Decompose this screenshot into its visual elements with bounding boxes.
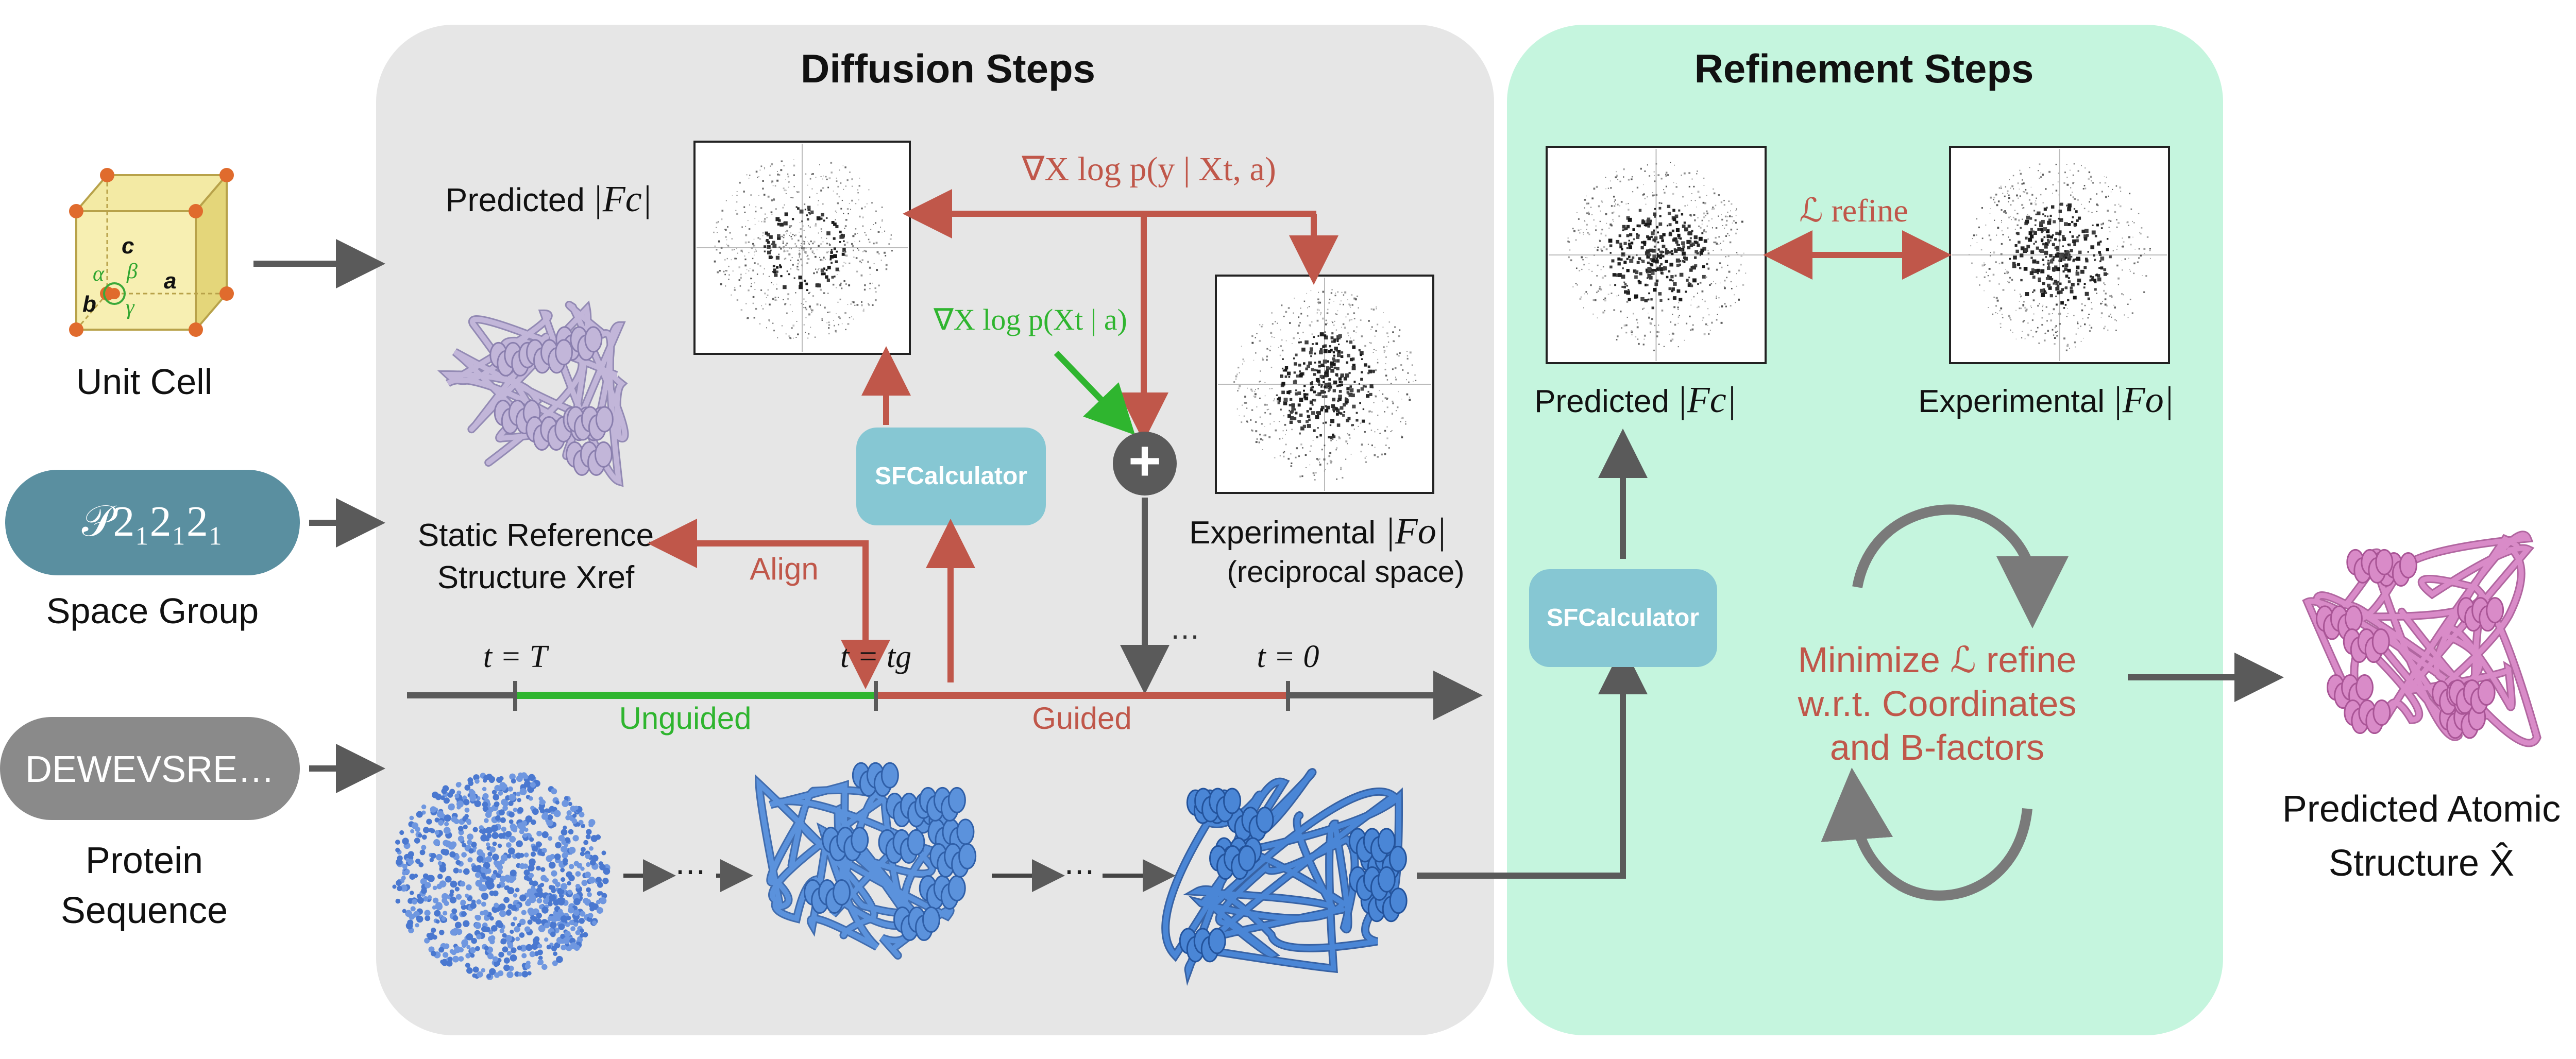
- sum-node: [1113, 432, 1177, 496]
- final-diffused-protein: [1161, 768, 1408, 986]
- sequence-label-protein: Protein: [86, 840, 203, 881]
- unit-cell-icon: [69, 168, 234, 337]
- diffusion-fo-symbol: |Fo|: [1385, 510, 1447, 552]
- refine-fc-symbol: |Fc|: [1677, 379, 1737, 420]
- experimental-fo-pattern: [1218, 278, 1431, 491]
- refine-experimental-label: Experimental: [1918, 384, 2105, 419]
- sf-calculator-diffusion-label: SFCalculator: [875, 463, 1027, 490]
- cell-param-gamma: γ: [126, 296, 135, 319]
- sequence-text: DEWEVSRE…: [25, 749, 275, 790]
- refine-fo-symbol: |Fo|: [2112, 379, 2174, 420]
- minimize-line-3: and B-factors: [1830, 727, 2044, 767]
- reciprocal-space-label: (reciprocal space): [1227, 555, 1465, 589]
- sf-calculator-refinement-label: SFCalculator: [1547, 604, 1699, 631]
- diffusion-fc-symbol: |Fc|: [592, 178, 652, 219]
- space-group-symbol: 𝒫2₁2₁2₁: [82, 498, 223, 545]
- predicted-fc-pattern: [697, 144, 908, 352]
- sf-calculator-refinement: [1529, 569, 1717, 667]
- cell-param-alpha: α: [93, 262, 105, 286]
- trajectory-step-1: ⋯: [623, 854, 753, 892]
- unguided-label: Unguided: [619, 701, 752, 736]
- svg-text:⋯: ⋯: [675, 854, 706, 889]
- diffusion-predicted-label: Predicted: [446, 181, 585, 218]
- cycle-arrow-top: [1852, 504, 2069, 628]
- cell-param-c: c: [122, 233, 134, 259]
- space-group-pill: [5, 470, 300, 575]
- sum-node-plus: +: [1128, 429, 1161, 492]
- gradient-full-label: ∇X log p(y | Xt, a): [1021, 150, 1276, 188]
- gradient-prior-label: ∇X log p(Xt | a): [933, 303, 1127, 336]
- diffusion-experimental-label: Experimental: [1189, 515, 1376, 551]
- refine-loss-label: ℒ refine: [1799, 192, 1908, 229]
- space-group-label: Space Group: [46, 591, 259, 631]
- diffusion-title: Diffusion Steps: [801, 46, 1095, 91]
- align-label: Align: [750, 552, 818, 586]
- svg-text:⋯: ⋯: [1064, 854, 1095, 889]
- output-label-1: Predicted Atomic: [2282, 789, 2561, 830]
- cycle-arrow-bottom: [1821, 767, 2032, 901]
- tick-T-label: t = T: [483, 639, 550, 674]
- cell-param-beta: β: [126, 260, 138, 283]
- minimize-line-2: w.r.t. Coordinates: [1798, 684, 2077, 724]
- refinement-title: Refinement Steps: [1694, 46, 2034, 91]
- tick-tg-label: t = tg: [840, 639, 911, 674]
- predicted-atomic-structure: [2302, 531, 2541, 747]
- guided-label: Guided: [1032, 701, 1131, 736]
- sf-calculator-diffusion: [856, 428, 1046, 525]
- tick-0-label: t = 0: [1257, 639, 1319, 674]
- sequence-label-sequence: Sequence: [61, 890, 228, 931]
- refine-predicted-fc-pattern: [1549, 149, 1764, 361]
- output-label-2: Structure X̂: [2329, 842, 2514, 884]
- sequence-pill: [0, 717, 300, 820]
- intermediate-protein: [755, 762, 977, 960]
- timeline-ellipsis: …: [1170, 611, 1200, 645]
- align-arrow: [648, 519, 890, 689]
- noise-cloud: [392, 772, 611, 981]
- prior-to-plus-arrow: [1054, 350, 1136, 435]
- trajectory-step-2: ⋯: [992, 854, 1176, 892]
- static-reference-protein: [437, 300, 629, 487]
- diffusion-to-refinement-arrow: [1417, 645, 1648, 879]
- cell-param-b: b: [82, 292, 96, 317]
- minimize-line-1: Minimize ℒ refine: [1798, 640, 2077, 680]
- static-reference-label-2: Structure Xref: [437, 560, 635, 595]
- refine-predicted-label: Predicted: [1534, 384, 1669, 419]
- unit-cell-label: Unit Cell: [76, 362, 213, 402]
- cell-param-a: a: [164, 268, 176, 294]
- refine-experimental-fo-pattern: [1952, 149, 2167, 361]
- static-reference-label-1: Static Reference: [418, 518, 654, 553]
